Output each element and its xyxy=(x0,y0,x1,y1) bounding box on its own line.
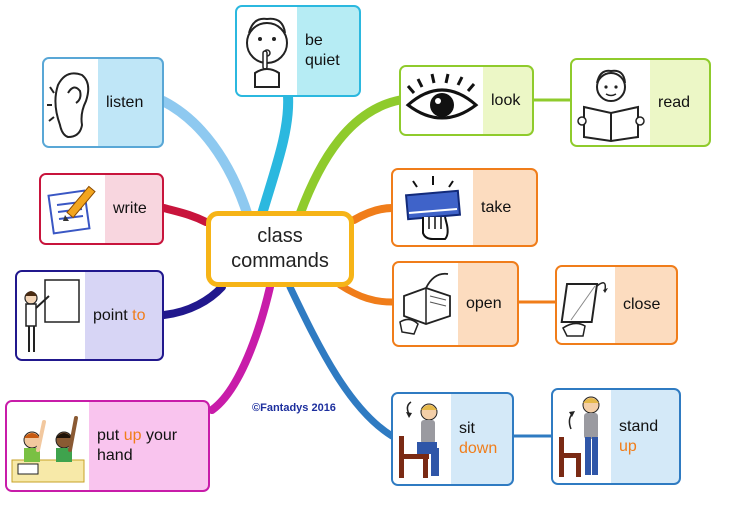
node-sit-down-label: sit down xyxy=(451,394,512,484)
node-take-line1: take xyxy=(481,198,512,216)
node-read: read xyxy=(570,58,711,147)
finger-on-lips-icon xyxy=(237,7,297,95)
node-stand-up-word: stand xyxy=(619,417,659,435)
node-close: close xyxy=(555,265,678,345)
central-topic-line2: commands xyxy=(231,250,329,272)
node-listen-label: listen xyxy=(98,59,162,146)
node-put-up-hand-pre: put xyxy=(97,427,120,444)
node-point-to: point to xyxy=(15,270,164,361)
node-put-up-hand-label: put up your hand xyxy=(89,402,208,490)
branch-take xyxy=(350,204,396,224)
node-sit-down: sit down xyxy=(391,392,514,486)
node-look-label: look xyxy=(483,67,532,134)
node-look: look xyxy=(399,65,534,136)
copyright-credit: ©Fantadys 2016 xyxy=(252,402,336,414)
node-open-line1: open xyxy=(466,295,502,312)
branch-open xyxy=(336,281,396,306)
node-point-to-label: point to xyxy=(85,272,162,359)
node-close-label: close xyxy=(615,267,676,343)
branch-be-quiet xyxy=(257,91,294,219)
node-put-up-hand-accent: up xyxy=(123,427,142,444)
node-listen-line1: listen xyxy=(106,93,144,111)
node-sit-down-accent: down xyxy=(459,440,498,457)
node-point-to-accent: to xyxy=(132,306,146,324)
node-point-to-line1: point to xyxy=(93,306,162,326)
node-open: open xyxy=(392,261,519,347)
node-take: take xyxy=(391,168,538,247)
node-put-up-hand-post: your xyxy=(145,427,178,444)
node-put-up-hand: put up your hand xyxy=(5,400,210,492)
node-take-label: take xyxy=(473,170,536,245)
node-be-quiet-line1: be xyxy=(305,32,323,49)
branch-write xyxy=(160,204,210,226)
standing-boy-icon xyxy=(553,390,611,483)
node-read-line1: read xyxy=(658,93,691,111)
raised-hands-icon xyxy=(7,402,89,490)
node-be-quiet-label: be quiet xyxy=(297,7,359,95)
node-listen: listen xyxy=(42,57,164,148)
reading-child-icon xyxy=(572,60,650,145)
node-put-up-hand-line2: hand xyxy=(97,447,133,464)
node-be-quiet: be quiet xyxy=(235,5,361,97)
node-sit-down-word: sit xyxy=(459,420,475,437)
branch-sit-down xyxy=(286,283,396,440)
central-topic-line1: class xyxy=(257,225,303,247)
node-close-line1: close xyxy=(623,296,661,313)
closing-book-icon xyxy=(557,267,615,343)
eye-icon xyxy=(401,67,483,134)
node-write-label: write xyxy=(105,175,162,243)
node-stand-up: stand up xyxy=(551,388,681,485)
node-read-label: read xyxy=(650,60,709,145)
branch-put-up-hand xyxy=(208,283,274,414)
node-stand-up-accent: up xyxy=(619,437,637,455)
sitting-boy-icon xyxy=(393,394,451,484)
branch-look xyxy=(295,95,405,219)
node-write-line1: write xyxy=(113,200,147,217)
node-stand-up-label: stand up xyxy=(611,390,679,483)
branch-listen xyxy=(158,96,253,221)
node-point-to-word: point xyxy=(93,306,128,324)
pointing-board-icon xyxy=(17,272,85,359)
branch-point-to xyxy=(160,283,226,319)
pencil-paper-icon xyxy=(41,175,105,243)
hand-book-icon xyxy=(393,170,473,245)
open-book-icon xyxy=(394,263,458,345)
node-look-line1: look xyxy=(491,91,521,109)
node-open-label: open xyxy=(458,263,517,345)
node-write: write xyxy=(39,173,164,245)
central-topic: class commands xyxy=(206,211,354,287)
node-be-quiet-line2: quiet xyxy=(305,52,340,69)
ear-icon xyxy=(44,59,98,146)
node-put-up-hand-line1: put up your xyxy=(97,426,208,446)
